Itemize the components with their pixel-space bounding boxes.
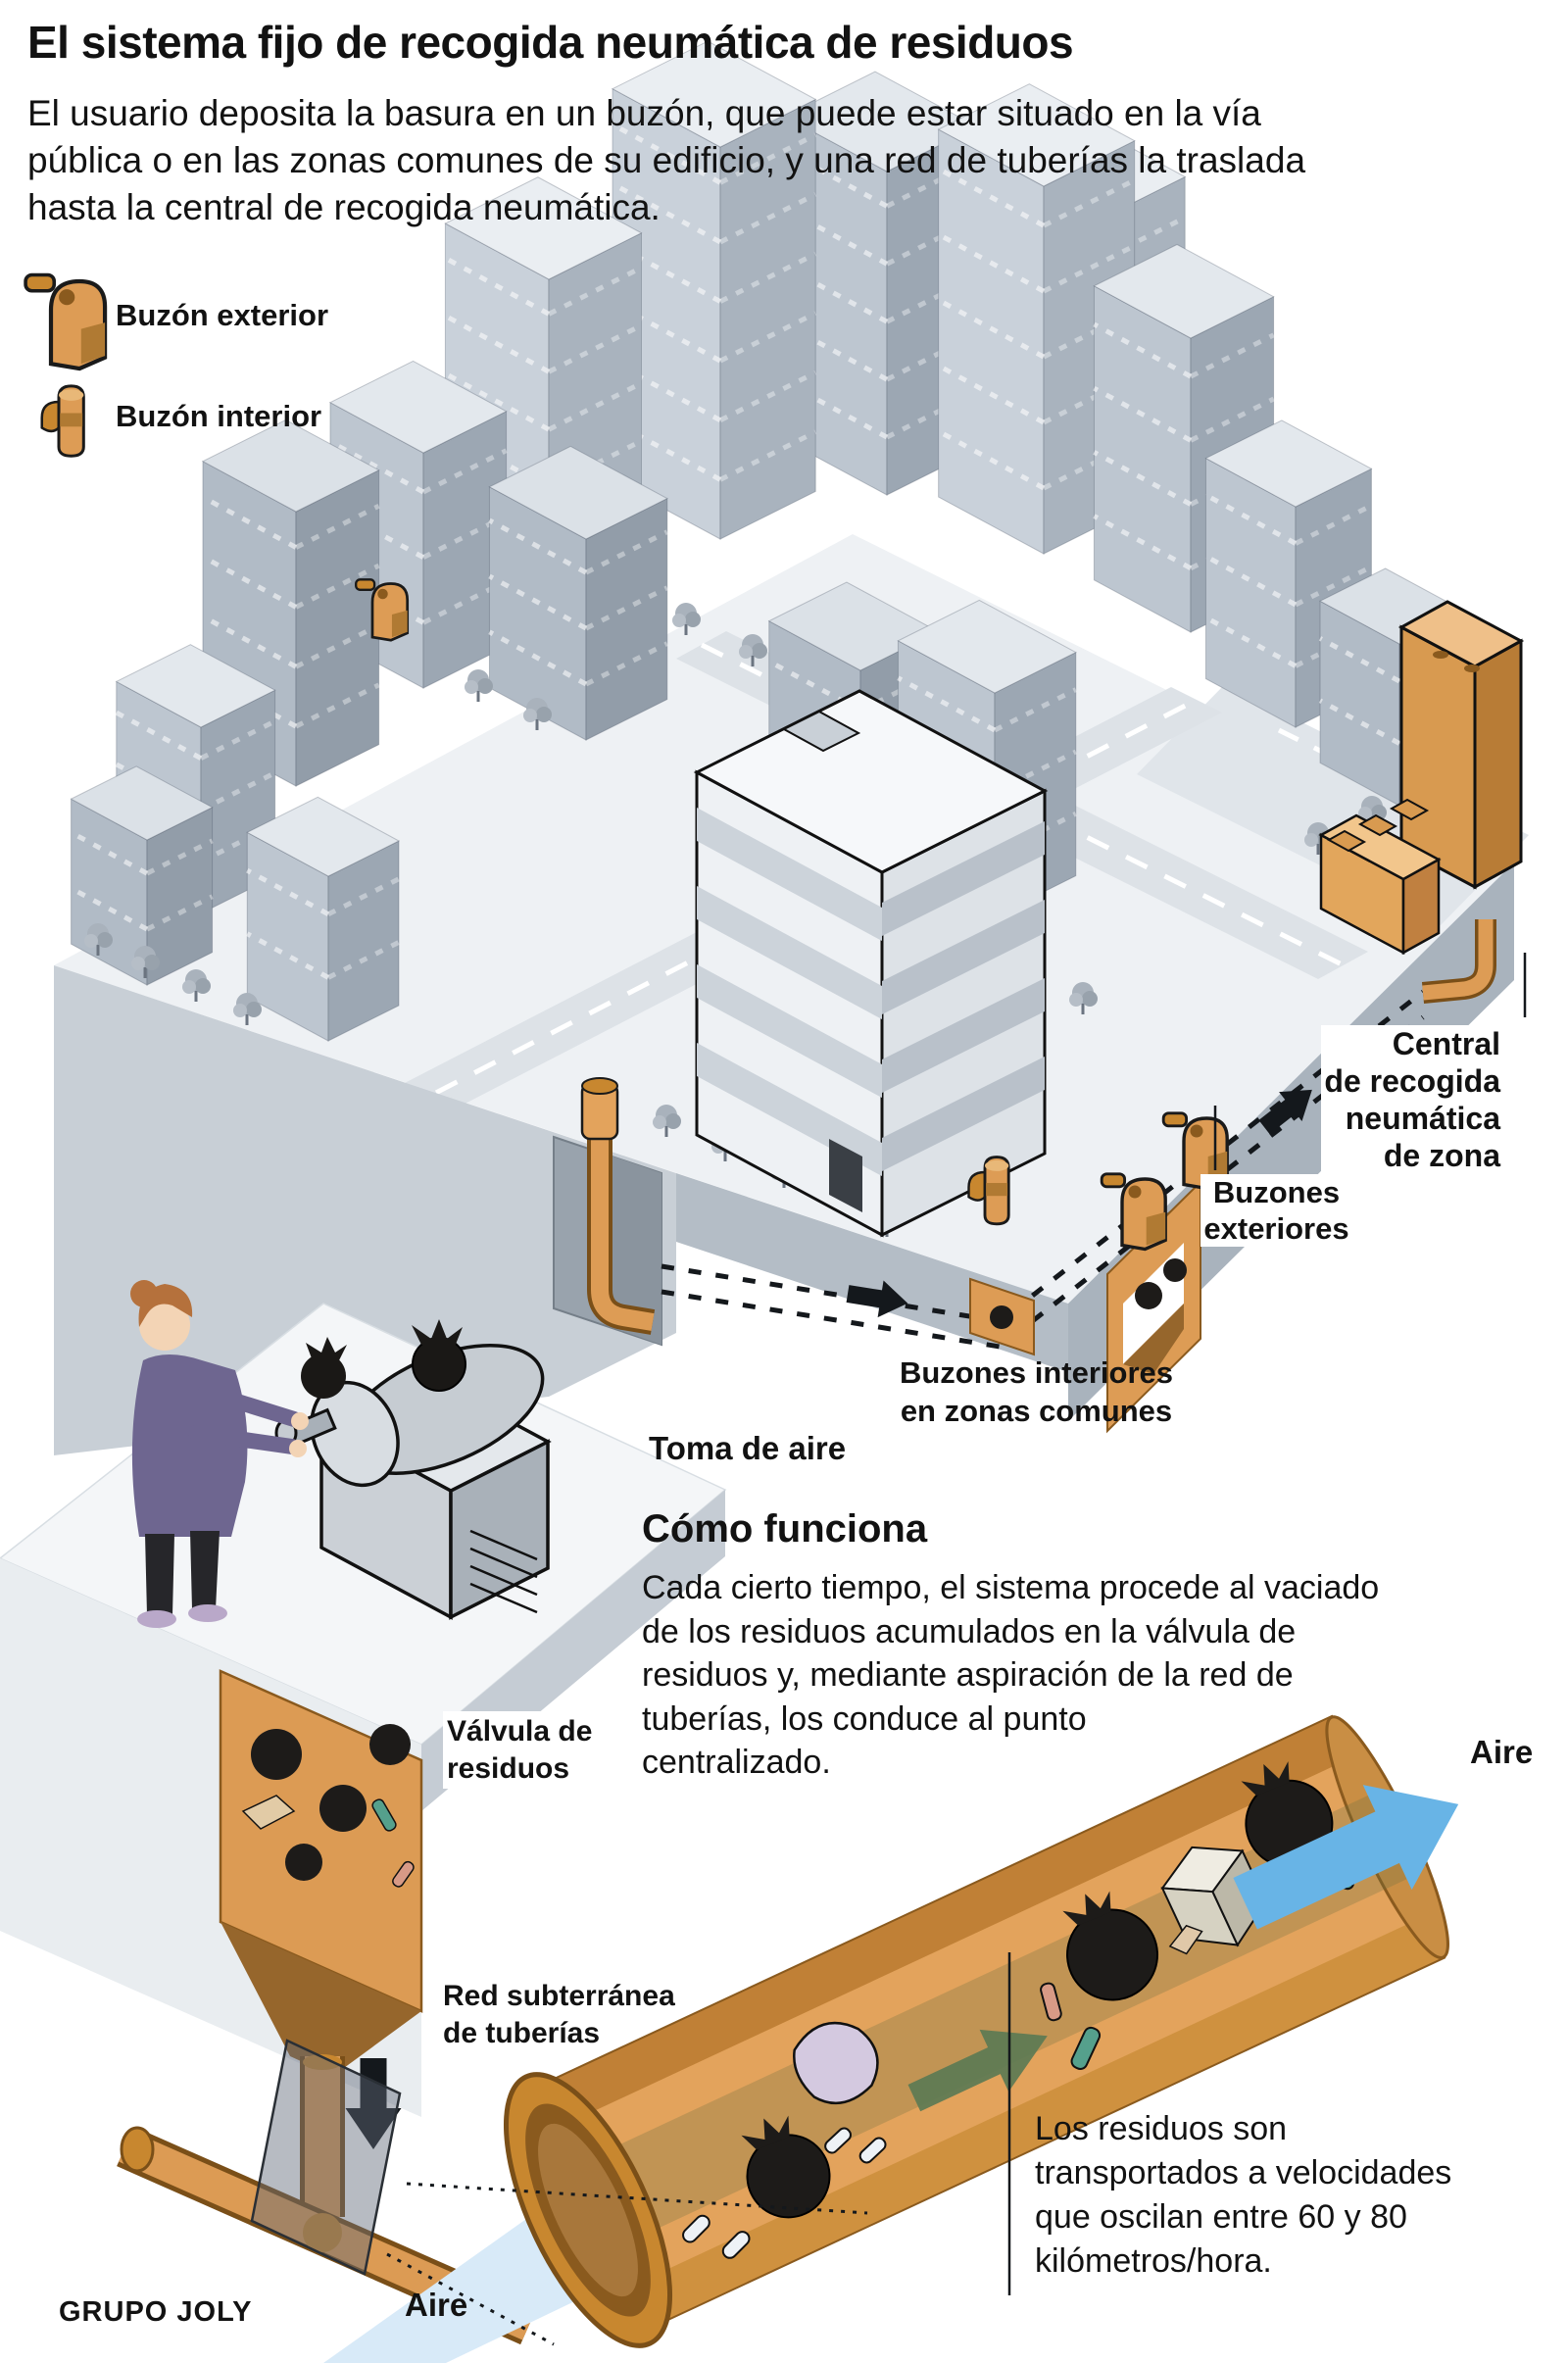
credit: GRUPO JOLY xyxy=(59,2296,253,2328)
opening-leader-dotted xyxy=(386,2252,555,2346)
callout-buzones-interiores: Buzones interiores en zonas comunes xyxy=(899,1355,1174,1428)
underground-network-panel xyxy=(250,2039,402,2276)
callout-central: Central de recogida neumática de zona xyxy=(1321,1025,1503,1175)
callout-valvula: Válvula de residuos xyxy=(443,1711,597,1789)
bin-vent-lines xyxy=(469,1529,538,1614)
central-plant-building xyxy=(1318,600,1525,956)
intro-text: El usuario deposita la basura en un buzó… xyxy=(27,93,1306,228)
callout-lines xyxy=(386,953,1527,2346)
callout-buzones-exteriores: Buzones exteriores xyxy=(1200,1174,1352,1248)
air-intake xyxy=(553,1077,662,1347)
highlighted-building xyxy=(693,689,1049,1356)
callout-red-subterranea: Red subterránea de tuberías xyxy=(443,1980,675,2049)
callout-toma-de-aire: Toma de aire xyxy=(649,1430,847,1466)
how-it-works-heading: Cómo funciona xyxy=(642,1507,928,1551)
underground-pipe-route xyxy=(661,990,1425,1350)
exterior-mailbox-icon xyxy=(25,275,105,369)
label-aire-in: Aire xyxy=(405,2287,468,2323)
trash-in-pipe xyxy=(682,1761,1362,2259)
person-depositing-trash xyxy=(130,1280,347,1628)
legend-label-buzon-exterior: Buzón exterior xyxy=(116,298,329,332)
air-arrow-out xyxy=(1233,1785,1459,1930)
flow-arrow-green xyxy=(907,2029,1048,2112)
page-title: El sistema fijo de recogida neumática de… xyxy=(27,17,1074,68)
speed-note: Los residuos son transportados a velocid… xyxy=(1035,2110,1452,2280)
street-bin xyxy=(274,1319,552,1620)
label-aire-out: Aire xyxy=(1470,1734,1534,1770)
transport-pipe xyxy=(503,1714,1459,2348)
interior-mailbox-icon xyxy=(40,384,85,458)
legend-label-buzon-interior: Buzón interior xyxy=(116,399,322,433)
exterior-mailboxes-recess xyxy=(1106,1179,1201,1434)
how-it-works-body: Cada cierto tiempo, el sistema procede a… xyxy=(642,1569,1380,1782)
cutaway-wall-left xyxy=(54,965,676,1455)
city-block xyxy=(54,40,1529,1455)
